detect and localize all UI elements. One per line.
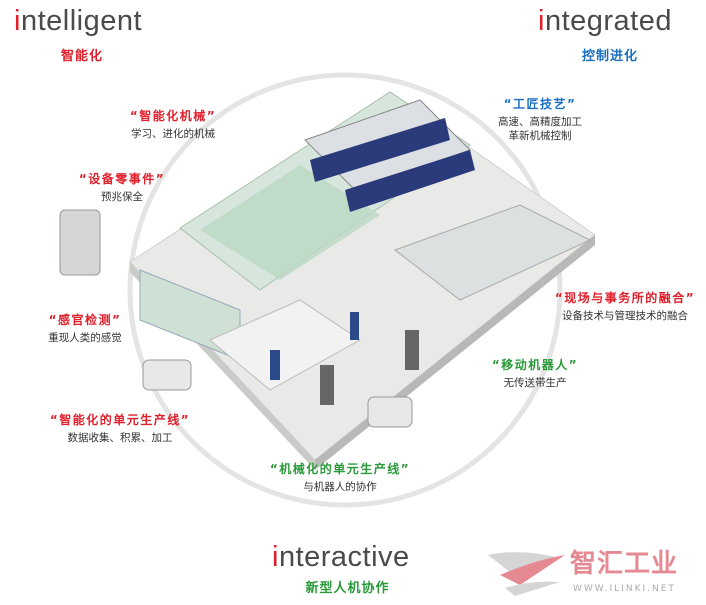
- label-title: “智能化机械”: [129, 109, 217, 123]
- label-desc: 高速、高精度加工: [498, 116, 582, 128]
- label-desc-2: 革新机械控制: [508, 130, 572, 142]
- label-craftsmanship: “工匠技艺” 高速、高精度加工革新机械控制: [485, 96, 595, 143]
- subheading-intelligent: 智能化: [60, 49, 103, 64]
- factory-floor: [59, 91, 596, 470]
- label-desc: 与机器人的协作: [303, 481, 377, 493]
- label-title: “机械化的单元生产线”: [269, 462, 411, 476]
- label-desc: 学习、进化的机械: [131, 128, 215, 140]
- heading-rest: ntegrated: [544, 5, 672, 37]
- label-desc: 数据收集、积累、加工: [67, 432, 173, 444]
- label-desc: 无传送带生产: [503, 377, 567, 389]
- heading-integrated: integrated: [538, 4, 672, 38]
- label-title: “现场与事务所的融合”: [554, 291, 696, 305]
- watermark-url: WWW.ILINKI.NET: [573, 584, 676, 594]
- heading-initial: i: [538, 5, 545, 37]
- label-desc: 重现人类的感觉: [48, 332, 122, 344]
- label-mechanized-cell-line: “机械化的单元生产线” 与机器人的协作: [255, 461, 425, 495]
- heading-rest: ntelligent: [20, 5, 143, 37]
- label-title: “工匠技艺”: [503, 97, 577, 111]
- label-smart-cell-line: “智能化的单元生产线” 数据收集、积累、加工: [40, 412, 200, 446]
- label-title: “感官检测”: [48, 313, 122, 327]
- label-sensing: “感官检测” 重现人类的感觉: [30, 312, 140, 346]
- watermark-name: 智汇工业: [570, 549, 679, 579]
- label-zero-incident: “设备零事件” 预兆保全: [72, 171, 172, 205]
- label-desc: 预兆保全: [101, 191, 143, 203]
- heading-intelligent: intelligent: [14, 4, 142, 38]
- watermark-logo-mark: [488, 552, 565, 596]
- subheading-integrated: 控制进化: [581, 49, 638, 64]
- label-smart-machine: “智能化机械” 学习、进化的机械: [118, 108, 228, 142]
- label-desc: 设备技术与管理技术的融合: [562, 310, 688, 322]
- label-title: “移动机器人”: [491, 358, 579, 372]
- cycle-ring: [127, 72, 563, 508]
- label-mobile-robot: “移动机器人” 无传送带生产: [480, 357, 590, 391]
- label-site-office-fusion: “现场与事务所的融合” 设备技术与管理技术的融合: [552, 290, 698, 324]
- heading-interactive: interactive: [272, 540, 410, 574]
- label-title: “智能化的单元生产线”: [49, 413, 191, 427]
- subheading-interactive: 新型人机协作: [305, 581, 390, 596]
- heading-initial: i: [272, 541, 279, 573]
- heading-initial: i: [14, 5, 21, 37]
- heading-rest: nteractive: [278, 541, 410, 573]
- label-title: “设备零事件”: [78, 172, 166, 186]
